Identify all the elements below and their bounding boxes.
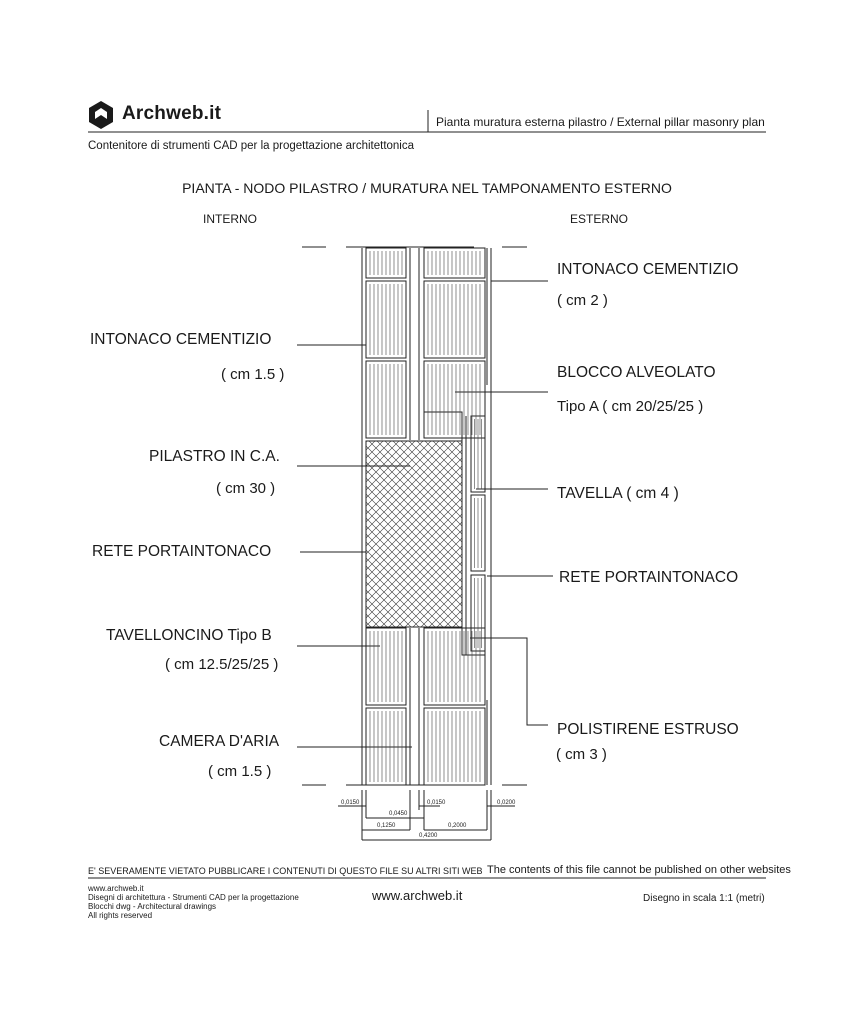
dim-plaster-interior: 0,0150	[341, 800, 360, 806]
label-plaster-mesh-left: RETE PORTAINTONACO	[92, 543, 272, 560]
spec-polystyrene: ( cm 3 )	[556, 746, 607, 763]
spec-block-alveolato: Tipo A ( cm 20/25/25 )	[557, 398, 704, 415]
leader-line	[470, 637, 548, 726]
dim-outer-block: 0,2000	[448, 823, 467, 829]
footer-info-line: Blocchi dwg - Architectural drawings	[88, 902, 217, 911]
concrete-pillar	[365, 440, 463, 628]
footer-info-line: All rights reserved	[88, 911, 153, 920]
inner-block	[365, 627, 407, 706]
dim-total: 0,4200	[419, 833, 438, 839]
label-air-gap: CAMERA D'ARIA	[159, 733, 280, 750]
tavella-strip	[470, 494, 486, 572]
label-tavella: TAVELLA ( cm 4 )	[557, 485, 679, 502]
drawing-title: PIANTA - NODO PILASTRO / MURATURA NEL TA…	[182, 180, 672, 196]
tavella-strip	[470, 415, 486, 493]
tavella-strip	[470, 574, 486, 652]
dim-inner-block: 0,1250	[377, 823, 396, 829]
label-plaster-mesh-right: RETE PORTAINTONACO	[559, 569, 739, 586]
archweb-logo-icon	[89, 101, 113, 129]
warning-english: The contents of this file cannot be publ…	[487, 864, 791, 876]
label-block-alveolato: BLOCCO ALVEOLATO	[557, 364, 716, 381]
footer-info-line: www.archweb.it	[88, 884, 144, 893]
tagline: Contenitore di strumenti CAD per la prog…	[88, 140, 415, 152]
spec-exterior-plaster: ( cm 2 )	[557, 292, 608, 309]
drawing-scale: Disegno in scala 1:1 (metri)	[643, 893, 765, 904]
outer-block	[423, 627, 486, 706]
interior-label: INTERNO	[203, 212, 257, 226]
outer-block	[423, 280, 486, 359]
inner-block	[365, 280, 407, 359]
outer-block	[423, 360, 486, 439]
drawing-subject: Pianta muratura esterna pilastro / Exter…	[436, 115, 765, 129]
label-concrete-pillar: PILASTRO IN C.A.	[149, 448, 280, 465]
spec-air-gap: ( cm 1.5 )	[208, 763, 272, 780]
label-polystyrene: POLISTIRENE ESTRUSO	[557, 721, 739, 738]
dim-plaster-exterior: 0,0200	[497, 800, 516, 806]
outer-block	[423, 707, 486, 786]
exterior-label: ESTERNO	[570, 212, 629, 226]
inner-block-top	[365, 247, 407, 279]
footer-info-line: Disegni di architettura - Strumenti CAD …	[88, 893, 299, 902]
spec-tavelloncino: ( cm 12.5/25/25 )	[165, 656, 279, 673]
dim-air-gap: 0,0450	[389, 811, 408, 817]
spec-interior-plaster: ( cm 1.5 )	[221, 366, 285, 383]
block-notch	[461, 627, 485, 656]
spec-concrete-pillar: ( cm 30 )	[216, 480, 276, 497]
label-tavelloncino: TAVELLONCINO Tipo B	[106, 627, 272, 644]
warning-italian: E' SEVERAMENTE VIETATO PUBBLICARE I CONT…	[88, 866, 483, 876]
label-exterior-plaster: INTONACO CEMENTIZIO	[557, 261, 739, 278]
block-notch	[424, 411, 463, 441]
outer-block-top	[423, 247, 486, 279]
footer-url[interactable]: www.archweb.it	[372, 888, 463, 903]
inner-block	[365, 360, 407, 439]
dim-tavella: 0,0150	[427, 800, 446, 806]
label-interior-plaster: INTONACO CEMENTIZIO	[90, 331, 272, 348]
brand-name: Archweb.it	[122, 103, 222, 124]
